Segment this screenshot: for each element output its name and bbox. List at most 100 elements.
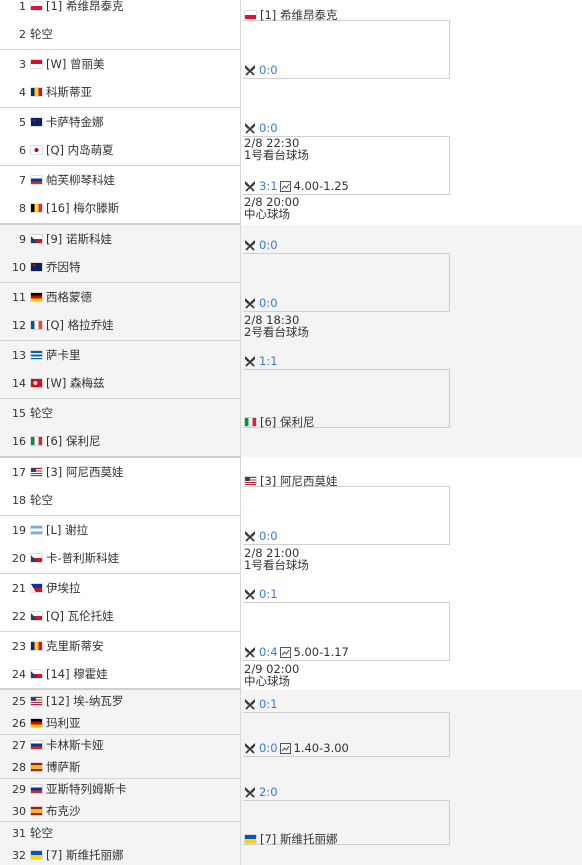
round2-player[interactable]: [1] 希维昂泰克 <box>244 7 337 23</box>
player-name[interactable]: [12] 埃-纳瓦罗 <box>46 694 124 708</box>
player-name[interactable]: 西格蒙德 <box>46 290 92 304</box>
match-time: 2/8 20:00 <box>244 195 300 209</box>
player-name[interactable]: 布克沙 <box>46 804 81 818</box>
player-name[interactable]: 玛利亚 <box>46 716 81 730</box>
player-name[interactable]: 博萨斯 <box>46 760 81 774</box>
seed-number: 19 <box>12 523 26 537</box>
match-score[interactable]: 3:1 4.00-1.25 <box>244 179 349 193</box>
odds-chart-icon[interactable] <box>279 180 291 192</box>
player-row[interactable]: 25[12] 埃-纳瓦罗 <box>0 694 240 708</box>
score-value[interactable]: 0:0 <box>259 296 278 310</box>
player-row[interactable]: 3[W] 曾丽美 <box>0 57 240 71</box>
player-name[interactable]: 克里斯蒂安 <box>46 639 104 653</box>
player-name[interactable]: [6] 保利尼 <box>46 434 101 448</box>
player-name[interactable]: 轮空 <box>30 493 53 507</box>
player-name[interactable]: [W] 森梅兹 <box>46 376 105 390</box>
player-row[interactable]: 24[14] 穆霍娃 <box>0 667 240 681</box>
score-value[interactable]: 0:1 <box>259 587 278 601</box>
player-name[interactable]: [3] 阿尼西莫娃 <box>46 465 124 479</box>
player-name[interactable]: [16] 梅尔滕斯 <box>46 201 120 215</box>
player-row[interactable]: 17[3] 阿尼西莫娃 <box>0 465 240 479</box>
crossed-rackets-icon <box>245 787 255 798</box>
player-row[interactable]: 12[Q] 格拉乔娃 <box>0 318 240 332</box>
player-name[interactable]: 轮空 <box>30 27 53 41</box>
score-value[interactable]: 0:0 <box>259 238 278 252</box>
player-row[interactable]: 16[6] 保利尼 <box>0 434 240 448</box>
player-row[interactable]: 6[Q] 内岛萌夏 <box>0 143 240 157</box>
crossed-rackets-icon <box>245 181 255 192</box>
player-name[interactable]: 帕芙柳琴科娃 <box>46 173 115 187</box>
player-name[interactable]: 卡萨特金娜 <box>46 115 104 129</box>
odds-chart-icon[interactable] <box>279 742 291 754</box>
player-name[interactable]: 萨卡里 <box>46 348 81 362</box>
match-score[interactable]: 1:1 <box>244 354 278 368</box>
player-row[interactable]: 19 [L] 谢拉 <box>0 523 240 537</box>
player-name[interactable]: 亚斯特列姆斯卡 <box>46 782 127 796</box>
score-value[interactable]: 2:0 <box>259 785 278 799</box>
score-value[interactable]: 0:0 <box>259 121 278 135</box>
player-name[interactable]: 乔因特 <box>46 260 81 274</box>
odds-value: 4.00-1.25 <box>293 179 349 193</box>
player-name[interactable]: [Q] 内岛萌夏 <box>46 143 114 157</box>
player-name[interactable]: [Q] 瓦伦托娃 <box>46 609 114 623</box>
player-row[interactable]: 32[7] 斯维托丽娜 <box>0 848 240 862</box>
score-value[interactable]: 1:1 <box>259 354 278 368</box>
player-row[interactable]: 9[9] 诺斯科娃 <box>0 232 240 246</box>
score-value[interactable]: 0:0 <box>259 741 278 755</box>
player-name[interactable]: [L] 谢拉 <box>46 523 89 537</box>
match-score[interactable]: 0:1 <box>244 587 278 601</box>
score-value[interactable]: 0:0 <box>259 63 278 77</box>
score-value[interactable]: 0:4 <box>259 645 278 659</box>
player-name[interactable]: 科斯蒂亚 <box>46 85 92 99</box>
round2-player[interactable]: [6] 保利尼 <box>244 414 314 430</box>
player-row[interactable]: 8[16] 梅尔滕斯 <box>0 201 240 215</box>
player-name[interactable]: [W] 曾丽美 <box>46 57 105 71</box>
round2-player[interactable]: [7] 斯维托丽娜 <box>244 831 337 847</box>
player-name[interactable]: 卡林斯卡娅 <box>46 738 104 752</box>
player-name[interactable]: 轮空 <box>30 406 53 420</box>
round2-player[interactable]: [3] 阿尼西莫娃 <box>244 473 337 489</box>
player-name[interactable]: [14] 穆霍娃 <box>46 667 108 681</box>
match-score[interactable]: 0:0 <box>244 296 278 310</box>
player-name[interactable]: 卡-普利斯科娃 <box>46 551 120 565</box>
player-name[interactable]: 轮空 <box>30 826 53 840</box>
match-score[interactable]: 2:0 <box>244 785 278 799</box>
player-row[interactable]: 1[1] 希维昂泰克 <box>0 0 240 13</box>
match-score[interactable]: 0:0 <box>244 63 278 77</box>
match-score[interactable]: 0:0 <box>244 238 278 252</box>
player-name[interactable]: [1] 希维昂泰克 <box>46 0 124 13</box>
player-name[interactable]: 伊埃拉 <box>46 581 81 595</box>
odds-chart-icon[interactable] <box>279 646 291 658</box>
player-name[interactable]: [9] 诺斯科娃 <box>46 232 112 246</box>
match-score[interactable]: 0:1 <box>244 697 278 711</box>
match-score[interactable]: 0:0 <box>244 121 278 135</box>
player-name[interactable]: [Q] 格拉乔娃 <box>46 318 114 332</box>
match-score[interactable]: 0:0 <box>244 529 278 543</box>
player-row[interactable]: 14[W] 森梅兹 <box>0 376 240 390</box>
score-value[interactable]: 3:1 <box>259 179 278 193</box>
player-name[interactable]: [7] 斯维托丽娜 <box>46 848 124 862</box>
score-value[interactable]: 0:0 <box>259 529 278 543</box>
player-row[interactable]: 22[Q] 瓦伦托娃 <box>0 609 240 623</box>
score-value[interactable]: 0:1 <box>259 697 278 711</box>
